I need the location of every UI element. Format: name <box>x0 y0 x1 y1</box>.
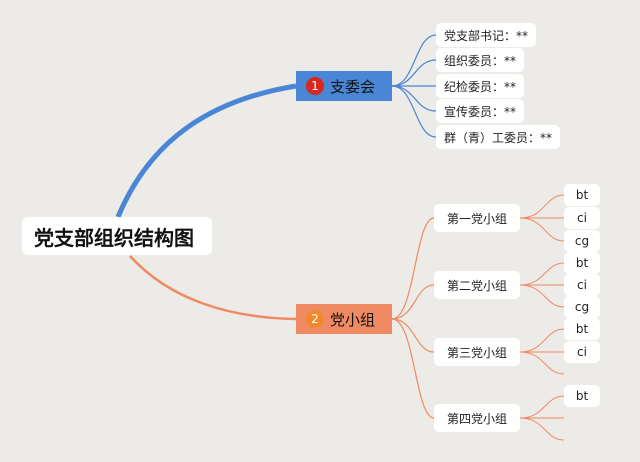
sub-node[interactable]: ci <box>564 274 600 296</box>
branch-label: 支委会 <box>330 77 376 96</box>
sub-node[interactable]: ci <box>564 207 600 229</box>
sub-node[interactable]: cg <box>564 296 600 318</box>
group-node[interactable]: 第四党小组 <box>434 404 520 432</box>
group-node[interactable]: 第一党小组 <box>434 204 520 232</box>
member-label: 纪检委员：** <box>444 79 517 94</box>
sub-node[interactable]: cg <box>564 230 600 252</box>
links-groups-subs <box>519 194 565 441</box>
priority-2-badge: 2 <box>306 310 324 328</box>
member-label: 群（青）工委员：** <box>444 130 553 145</box>
sub-label: ci <box>577 211 587 225</box>
member-label: 党支部书记：** <box>444 28 529 43</box>
group-label: 第三党小组 <box>446 345 507 360</box>
priority-1-badge: 1 <box>306 77 324 95</box>
branch-label: 党小组 <box>330 310 376 329</box>
link-root-branch1 <box>115 83 297 218</box>
group-node[interactable]: 第三党小组 <box>434 338 520 366</box>
branch-node-committee[interactable]: 1 支委会 <box>296 71 392 101</box>
sub-label: ci <box>577 278 587 292</box>
sub-label: ci <box>577 345 587 359</box>
sub-node[interactable]: bt <box>564 318 600 340</box>
sub-label: cg <box>574 300 590 314</box>
sub-label: bt <box>575 322 589 336</box>
member-label: 宣传委员：** <box>444 104 517 119</box>
sub-node[interactable]: bt <box>564 252 600 274</box>
link-root-branch2 <box>129 255 297 321</box>
member-node[interactable]: 党支部书记：** <box>436 23 537 47</box>
member-node[interactable]: 组织委员：** <box>436 48 525 72</box>
member-node[interactable]: 纪检委员：** <box>436 74 525 98</box>
sub-node[interactable]: bt <box>564 184 600 206</box>
sub-node[interactable]: ci <box>564 341 600 363</box>
member-label: 组织委员：** <box>444 53 517 68</box>
group-label: 第二党小组 <box>446 278 507 293</box>
sub-label: bt <box>575 188 589 202</box>
group-node[interactable]: 第二党小组 <box>434 271 520 299</box>
root-title: 党支部组织结构图 <box>34 225 194 250</box>
links-branch2-groups <box>391 217 435 419</box>
sub-label: bt <box>575 389 589 403</box>
group-label: 第一党小组 <box>446 211 507 226</box>
member-node[interactable]: 宣传委员：** <box>436 99 525 123</box>
sub-label: cg <box>574 234 590 248</box>
group-label: 第四党小组 <box>446 411 507 426</box>
branch-node-party-groups[interactable]: 2 党小组 <box>296 304 392 334</box>
member-node[interactable]: 群（青）工委员：** <box>436 125 561 149</box>
links-branch1-members <box>391 34 437 138</box>
sub-label: bt <box>575 256 589 270</box>
sub-node[interactable]: bt <box>564 385 600 407</box>
root-node[interactable]: 党支部组织结构图 <box>22 217 212 255</box>
